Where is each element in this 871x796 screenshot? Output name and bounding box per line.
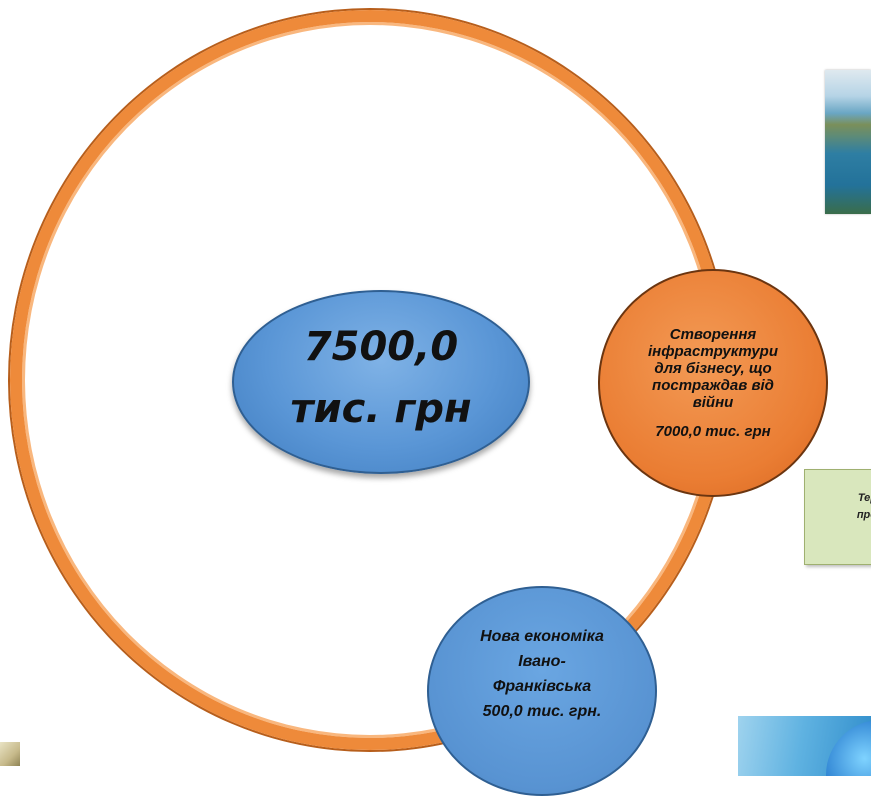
corner-thumbnail xyxy=(0,742,20,766)
new-economy-line-2: Івано- xyxy=(518,653,566,670)
infrastructure-amount: 7000,0 тис. грн xyxy=(655,423,771,440)
total-amount-ellipse: 7500,0 тис. грн xyxy=(232,290,530,474)
earth-icon xyxy=(826,720,871,776)
river-ecosystem-image xyxy=(825,70,871,214)
side-text-line-2: про xyxy=(856,509,871,521)
new-economy-node: Нова економіка Івано- Франківська 500,0 … xyxy=(427,586,657,796)
new-economy-line-1: Нова економіка xyxy=(480,628,604,645)
new-economy-amount: 500,0 тис. грн. xyxy=(482,703,602,720)
new-economy-line-3: Франківська xyxy=(492,678,592,695)
globe-image xyxy=(738,716,871,776)
total-amount-value: 7500,0 xyxy=(303,324,459,370)
infrastructure-node: Створення інфраструктури для бізнесу, що… xyxy=(598,269,828,497)
infrastructure-title: Створення інфраструктури для бізнесу, що… xyxy=(647,326,779,411)
total-amount-unit: тис. грн xyxy=(290,386,472,432)
side-text-box: Тер про xyxy=(804,469,871,565)
side-text-line-1: Тер xyxy=(857,492,871,504)
